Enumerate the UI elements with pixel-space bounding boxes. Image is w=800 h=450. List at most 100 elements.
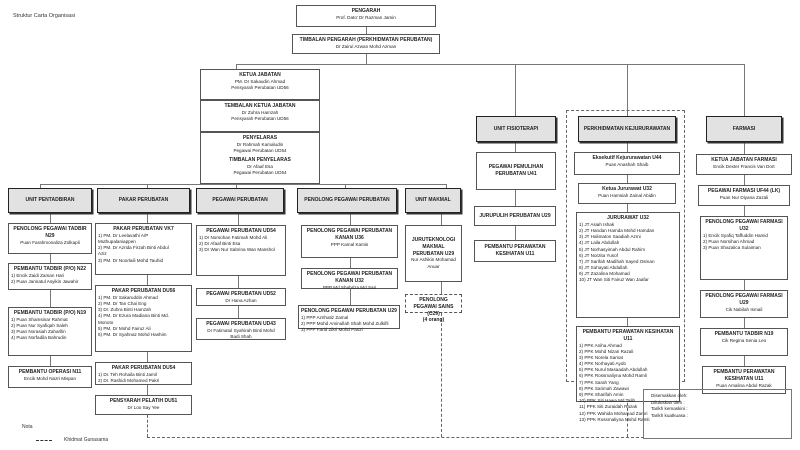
box-pakar-4: PENSYARAH PELATIH DU51 Dr Loo Say Yee bbox=[95, 395, 192, 415]
label-text: 2) Dr. Rashidi Mohamed Pakri bbox=[98, 377, 160, 383]
label-text: 13) PPK Rossmaliyna Mohd Ramli bbox=[579, 416, 650, 422]
connector bbox=[744, 142, 745, 154]
box-farmasi-1: KETUA JABATAN FARMASI Encik Dexter Franc… bbox=[696, 154, 792, 175]
label-text: 6) PPK Rossmaliyna Mohd Ramli bbox=[579, 373, 647, 379]
connector bbox=[147, 275, 148, 285]
label-text: (4 orang) bbox=[422, 317, 445, 324]
label-text: Dr Zairul Azwan Mohd Azman bbox=[335, 43, 397, 49]
connector bbox=[350, 213, 351, 225]
label-text: Muthupalaniappen bbox=[98, 238, 136, 244]
label-text: 12) PPK Wahida Mohamad Zamri bbox=[579, 410, 648, 416]
connector bbox=[147, 213, 148, 223]
label-text: 4) Puan Norfadila Bahrudin bbox=[11, 335, 67, 341]
box-farmasi-3: PENOLONG PEGAWAI FARMASI U32 1) Encik Sy… bbox=[700, 216, 788, 280]
label-text: 1) PM. Dr Leelavathi A/P bbox=[98, 232, 149, 238]
label-text: JURURAWAT U32 bbox=[607, 215, 649, 221]
label-text: Dr Fatimatul Syahirah Binti Mohd bbox=[207, 327, 275, 333]
label-text: PEGAWAI PERUBATAN UD43 bbox=[206, 321, 276, 327]
label-text: Dr Zuhra Hamzah bbox=[241, 109, 279, 115]
label-text: PEGAWAI PERUBATAN bbox=[212, 197, 268, 204]
label-text: UNIT PENTADBIRAN bbox=[25, 197, 75, 204]
shared-service-line bbox=[147, 415, 148, 437]
connector bbox=[366, 26, 367, 34]
label-text: 4) PPK Norhayati Ayob bbox=[579, 361, 626, 367]
label-text: Puan Farahmonaliza Zolkapli bbox=[20, 239, 80, 245]
box-pentadbiran-3: PEMBANTU TADBIR (P/O) N19 1) Puan Shamsi… bbox=[8, 307, 92, 356]
label-text: 1) Encik Zaidi Zaman Hari bbox=[11, 272, 65, 278]
label-text: PENSYARAH PELATIH DU51 bbox=[109, 398, 178, 404]
shared-service-line bbox=[147, 437, 644, 438]
label-text: Encik Mohd Nazri Mispan bbox=[23, 375, 77, 381]
label-text: 1) Dr. Teh Rohaila Binti Jamil bbox=[98, 371, 157, 377]
staff-list: 1) PM. Dr Leelavathi A/P Muthupalaniappe… bbox=[98, 233, 189, 264]
label-text: 8) PPK Sarimah Zawawi bbox=[579, 385, 629, 391]
connector bbox=[350, 258, 351, 268]
connector bbox=[744, 64, 745, 116]
label-text: PENGARAH bbox=[351, 8, 381, 14]
box-fisioterapi-1: PEGAWAI PEMULIHAN PERUBATAN U41 bbox=[476, 152, 556, 190]
box-makmal-1: JURUTEKNOLOGI MAKMAL PERUBATAN U29 Nur A… bbox=[405, 225, 462, 282]
connector bbox=[236, 64, 744, 65]
label-text: Dr Hana Azhan bbox=[225, 297, 257, 303]
label-text: 6) PM. Dr Syahnaz Mohd Hashim bbox=[98, 331, 167, 337]
label-text: KETUA JABATAN bbox=[239, 72, 281, 78]
box-farmasi-2: PEGAWAI FARMASI UF44 (LK) Puan Nur Diyan… bbox=[698, 185, 790, 206]
box-pentadbiran-1: PENOLONG PEGAWAI TADBIR N29 Puan Farahmo… bbox=[8, 223, 92, 254]
connector bbox=[744, 318, 745, 328]
label-text: 3) Puan Norasiah Zaharllin bbox=[11, 329, 66, 335]
connector bbox=[441, 282, 442, 294]
label-text: 2) PM. Dr Azrida Firzah Binti Abdul bbox=[98, 245, 169, 251]
connector bbox=[446, 184, 447, 188]
label-text: PENOLONG PEGAWAI PERUBATAN bbox=[304, 197, 390, 204]
label-text: Cik Nabilah Ismail bbox=[725, 306, 763, 312]
label-text: PENOLONG PEGAWAI SAINS (C29) bbox=[413, 297, 454, 317]
label-text: KETUA JABATAN FARMASI bbox=[711, 157, 777, 163]
label-text: 1) PPP Azrihatiz Zamal bbox=[301, 314, 349, 320]
box-pegawai-3: PEGAWAI PERUBATAN UD43 Dr Fatimatul Syah… bbox=[196, 318, 286, 340]
label-text: 10) PPK Siti Hawa Md Talib bbox=[579, 398, 636, 404]
label-text: 8) JT Suhayati Abdullah bbox=[579, 265, 628, 271]
label-text: 2) PM. Dr Tan Chai Eng bbox=[98, 300, 147, 306]
unit-farmasi-head: FARMASI bbox=[706, 116, 782, 142]
box-penolong-2: PENOLONG PEGAWAI PERUBATAN KANAN U32 PPP… bbox=[301, 268, 398, 290]
label-text: Tarikh kemaskini : bbox=[651, 406, 688, 412]
label-text: PENOLONG PEGAWAI PERUBATAN KANAN U32 bbox=[306, 271, 393, 284]
label-text: 2) Dr Afaaf Binti Esa bbox=[199, 240, 241, 246]
label-text: Aziz bbox=[98, 251, 107, 257]
label-text: Encik Dexter Francis Van Dort bbox=[713, 163, 775, 169]
box-timbalan-pengarah: TIMBALAN PENGARAH (PERKHIDMATAN PERUBATA… bbox=[292, 34, 440, 54]
label-text: Anuar bbox=[427, 263, 440, 269]
label-text: Dr Afaaf Esa bbox=[247, 163, 273, 169]
connector bbox=[744, 356, 745, 366]
label-text: Ketua Jururawat U32 bbox=[602, 186, 652, 192]
label-text: 9) PPK Sharifah Amin bbox=[579, 392, 624, 397]
nota-label: Nota bbox=[22, 424, 33, 430]
label-text: 3) Dr Wan Nur Sabrina Wan Manshol bbox=[199, 247, 275, 253]
label-text: Eksekutif Kejururawatan U44 bbox=[592, 155, 662, 161]
connector bbox=[40, 184, 446, 185]
connector bbox=[515, 142, 516, 152]
label-text: PPP Kamal Kamis bbox=[330, 241, 369, 247]
label-text: PENOLONG PEGAWAI FARMASI U32 bbox=[705, 219, 783, 232]
label-text: 3) Puan Shazalica Sulaiman bbox=[703, 244, 761, 250]
label-text: PAKAR PERUBATAN VK7 bbox=[113, 226, 174, 232]
unit-fisioterapi-head: UNIT FISIOTERAPI bbox=[476, 116, 556, 142]
unit-pakar-head: PAKAR PERUBATAN bbox=[97, 188, 190, 213]
label-text: 4) JT Laila Abdullah bbox=[579, 240, 620, 246]
box-kejururawatan-1: Eksekutif Kejururawatan U44 Puan Anashah… bbox=[574, 152, 680, 175]
label-text: JURUPULIH PERUBATAN U29 bbox=[479, 212, 551, 219]
connector bbox=[50, 254, 51, 263]
label-text: PPP Md Shahriza Md Sari bbox=[322, 284, 377, 290]
box-pakar-3: PAKAR PERUBATAN DU54 1) Dr. Teh Rohaila … bbox=[95, 362, 192, 385]
label-text: PENYELARAS bbox=[242, 135, 278, 141]
label-text: Prof. Dato' Dr Razman Jamin bbox=[336, 14, 396, 20]
nota-legend: Khidmat Gunasama bbox=[64, 437, 109, 443]
label-text: 1) PPK Aniha Ahmad bbox=[579, 342, 622, 348]
box-pakar-1: PAKAR PERUBATAN VK7 1) PM. Dr Leelavathi… bbox=[95, 223, 192, 275]
label-text: Dr Loo Say Yee bbox=[127, 404, 160, 410]
